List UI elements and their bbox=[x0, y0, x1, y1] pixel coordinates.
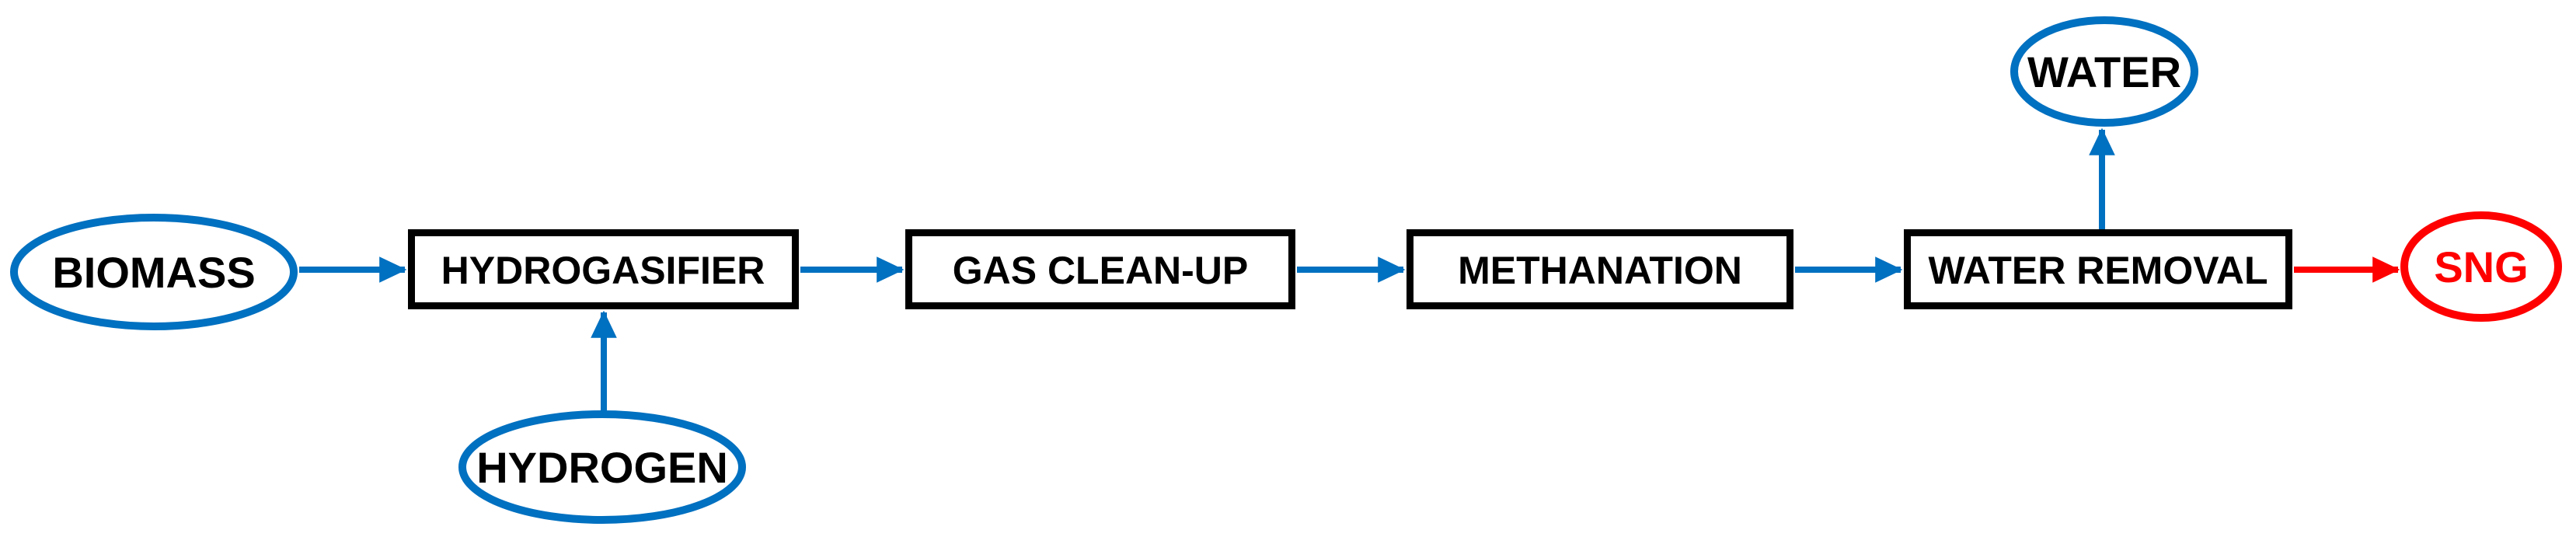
methanation-box bbox=[1407, 229, 1793, 309]
water-removal-label: WATER REMOVAL bbox=[1928, 249, 2268, 292]
node-hydrogasifier: HYDROGASIFIER bbox=[408, 229, 799, 309]
hydrogen-label: HYDROGEN bbox=[476, 443, 728, 492]
node-sng: SNG bbox=[2400, 211, 2562, 322]
node-water-removal: WATER REMOVAL bbox=[1904, 229, 2292, 309]
hydrogasifier-label: HYDROGASIFIER bbox=[441, 249, 765, 292]
node-biomass: BIOMASS bbox=[10, 214, 298, 330]
node-gas-clean-up: GAS CLEAN-UP bbox=[905, 229, 1295, 309]
hydrogen-ellipse bbox=[458, 410, 746, 524]
water-removal-box bbox=[1904, 229, 2292, 309]
biomass-label: BIOMASS bbox=[52, 248, 255, 297]
sng-ellipse bbox=[2400, 211, 2562, 322]
gas-clean-up-label: GAS CLEAN-UP bbox=[953, 249, 1249, 292]
node-hydrogen: HYDROGEN bbox=[458, 410, 746, 524]
methanation-label: METHANATION bbox=[1458, 249, 1742, 292]
node-water: WATER bbox=[2010, 16, 2198, 127]
water-ellipse bbox=[2010, 16, 2198, 127]
water-label: WATER bbox=[2027, 47, 2181, 96]
sng-label: SNG bbox=[2434, 242, 2528, 291]
gas-clean-up-box bbox=[905, 229, 1295, 309]
biomass-ellipse bbox=[10, 214, 298, 330]
node-methanation: METHANATION bbox=[1407, 229, 1793, 309]
hydrogasifier-box bbox=[408, 229, 799, 309]
